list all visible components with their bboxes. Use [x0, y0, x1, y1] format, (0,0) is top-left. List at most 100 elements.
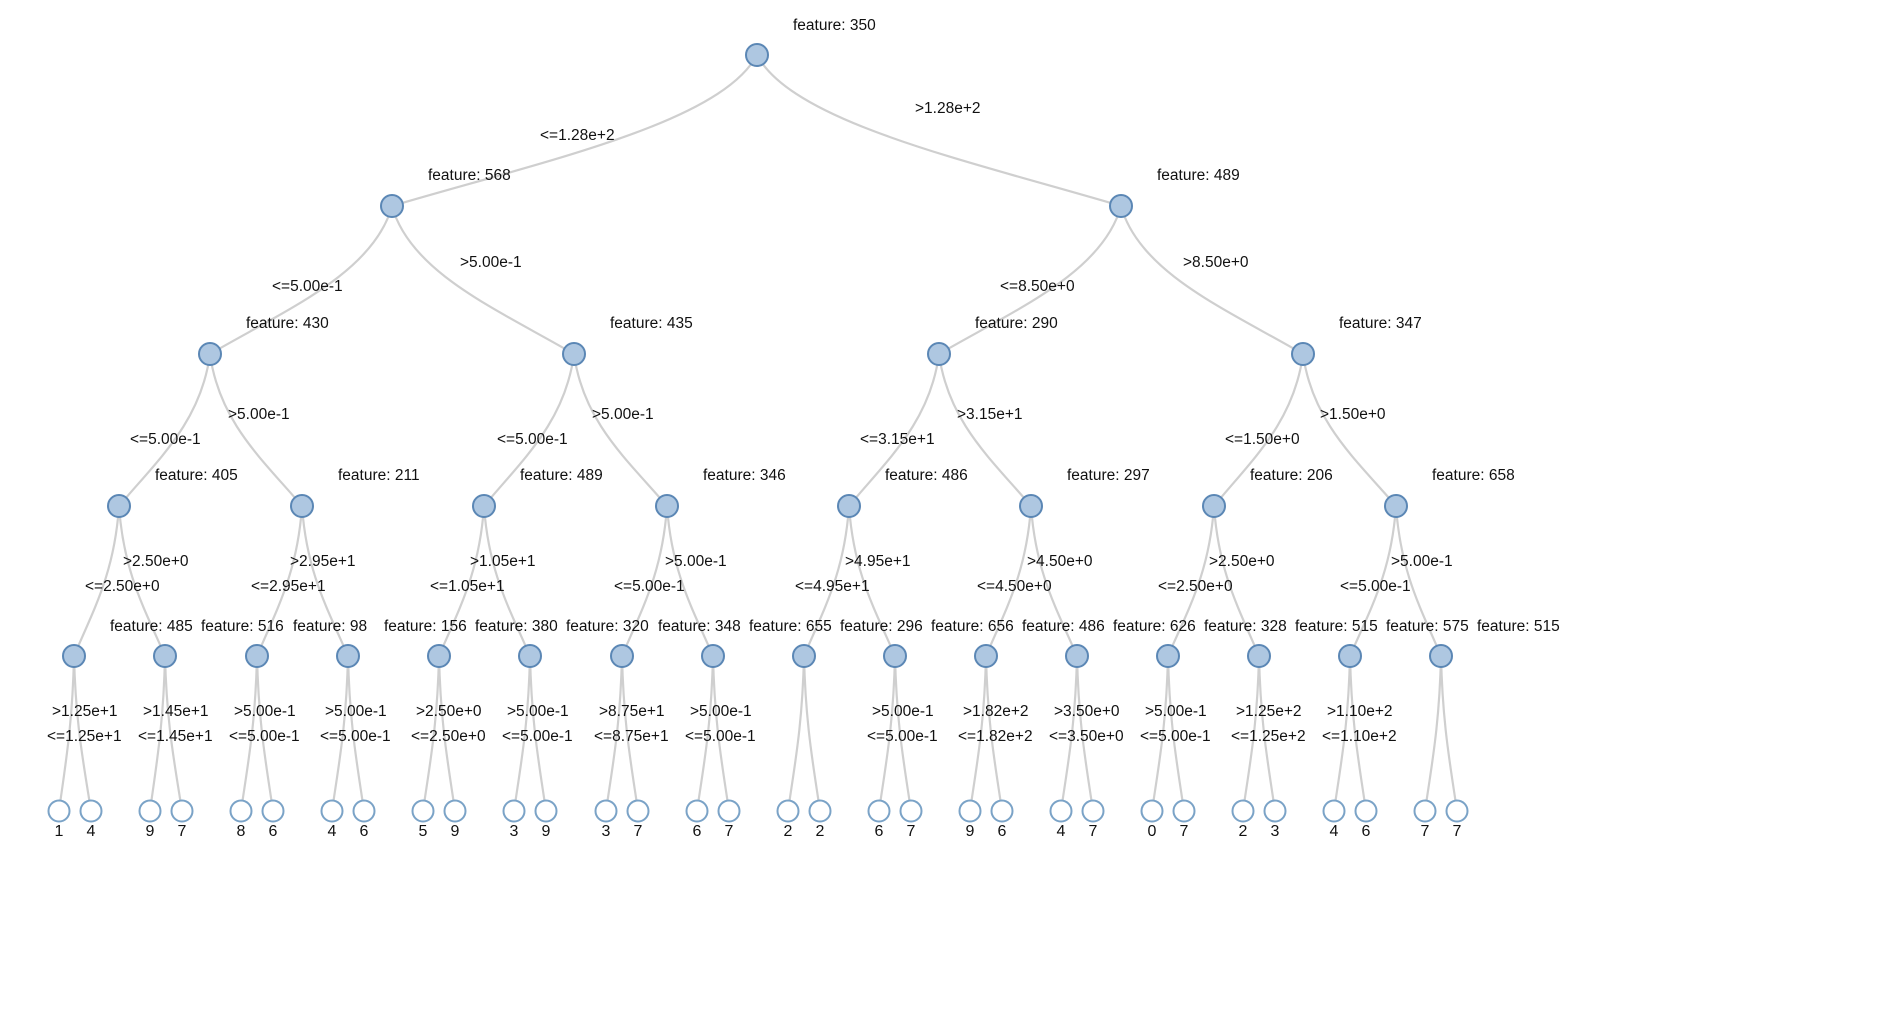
decision-node[interactable]: [518, 644, 542, 668]
decision-node[interactable]: [472, 494, 496, 518]
edge-condition-label: <=5.00e-1: [497, 431, 568, 448]
leaf-node[interactable]: [685, 799, 709, 823]
decision-node-label: feature: 430: [246, 315, 329, 332]
leaf-node[interactable]: [79, 799, 103, 823]
leaf-class-label: 4: [87, 823, 96, 840]
tree-edge: [1029, 504, 1079, 658]
tree-edge: [1439, 654, 1459, 813]
decision-node[interactable]: [198, 342, 222, 366]
decision-node-label: feature: 575: [1386, 618, 1469, 635]
leaf-node[interactable]: [320, 799, 344, 823]
decision-node[interactable]: [1291, 342, 1315, 366]
leaf-class-label: 7: [725, 823, 734, 840]
tree-edge: [437, 654, 457, 813]
leaf-node[interactable]: [1354, 799, 1378, 823]
edge-condition-label: >2.50e+0: [1209, 553, 1275, 570]
decision-node[interactable]: [655, 494, 679, 518]
decision-node[interactable]: [107, 494, 131, 518]
decision-node[interactable]: [1247, 644, 1271, 668]
decision-node[interactable]: [427, 644, 451, 668]
decision-node[interactable]: [1065, 644, 1089, 668]
leaf-node[interactable]: [534, 799, 558, 823]
decision-node[interactable]: [610, 644, 634, 668]
leaf-node[interactable]: [1231, 799, 1255, 823]
leaf-node[interactable]: [411, 799, 435, 823]
tree-edge: [984, 654, 1004, 813]
decision-node[interactable]: [62, 644, 86, 668]
leaf-node[interactable]: [1322, 799, 1346, 823]
tree-edge: [1119, 204, 1305, 356]
decision-node[interactable]: [927, 342, 951, 366]
decision-node[interactable]: [1019, 494, 1043, 518]
leaf-node[interactable]: [1081, 799, 1105, 823]
decision-node[interactable]: [1429, 644, 1453, 668]
tree-edge: [620, 654, 640, 813]
edge-condition-label: >1.25e+1: [52, 703, 118, 720]
leaf-node[interactable]: [626, 799, 650, 823]
tree-edge: [390, 53, 759, 208]
leaf-node[interactable]: [776, 799, 800, 823]
leaf-class-label: 9: [451, 823, 460, 840]
leaf-class-label: 7: [1180, 823, 1189, 840]
leaf-node[interactable]: [808, 799, 832, 823]
decision-node[interactable]: [380, 194, 404, 218]
leaf-node[interactable]: [899, 799, 923, 823]
leaf-node[interactable]: [594, 799, 618, 823]
leaf-node[interactable]: [1413, 799, 1437, 823]
edge-condition-label: <=8.75e+1: [594, 728, 669, 745]
decision-node[interactable]: [336, 644, 360, 668]
edge-condition-label: <=5.00e-1: [1140, 728, 1211, 745]
leaf-node[interactable]: [990, 799, 1014, 823]
tree-edge: [346, 654, 366, 813]
labels-layer: <=1.28e+2>1.28e+2<=5.00e-1>5.00e-1<=8.50…: [47, 17, 1560, 840]
leaf-node[interactable]: [958, 799, 982, 823]
edge-condition-label: >1.45e+1: [143, 703, 209, 720]
leaf-class-label: 3: [602, 823, 611, 840]
leaf-node[interactable]: [352, 799, 376, 823]
decision-node[interactable]: [1384, 494, 1408, 518]
decision-node[interactable]: [1109, 194, 1133, 218]
decision-node[interactable]: [562, 342, 586, 366]
leaf-node[interactable]: [170, 799, 194, 823]
edges-layer: [57, 53, 1459, 813]
decision-node[interactable]: [1202, 494, 1226, 518]
tree-edge: [1257, 654, 1277, 813]
leaf-node[interactable]: [867, 799, 891, 823]
leaf-node[interactable]: [1172, 799, 1196, 823]
decision-node[interactable]: [1338, 644, 1362, 668]
leaf-class-label: 7: [1453, 823, 1462, 840]
leaf-node[interactable]: [138, 799, 162, 823]
leaf-node[interactable]: [229, 799, 253, 823]
tree-edge: [755, 53, 1123, 208]
edge-condition-label: >1.50e+0: [1320, 406, 1386, 423]
leaf-class-label: 2: [816, 823, 825, 840]
tree-edge: [620, 504, 669, 658]
decision-node[interactable]: [745, 43, 769, 67]
edge-condition-label: <=3.50e+0: [1049, 728, 1124, 745]
leaf-class-label: 2: [784, 823, 793, 840]
leaf-node[interactable]: [1263, 799, 1287, 823]
leaf-node[interactable]: [261, 799, 285, 823]
decision-node[interactable]: [974, 644, 998, 668]
decision-node[interactable]: [837, 494, 861, 518]
decision-node[interactable]: [153, 644, 177, 668]
decision-node[interactable]: [245, 644, 269, 668]
leaf-node[interactable]: [1445, 799, 1469, 823]
leaf-node[interactable]: [502, 799, 526, 823]
decision-node[interactable]: [792, 644, 816, 668]
tree-edge: [572, 352, 669, 508]
decision-node-label: feature: 296: [840, 618, 923, 635]
decision-node[interactable]: [290, 494, 314, 518]
tree-edge: [1423, 654, 1443, 813]
decision-node[interactable]: [1156, 644, 1180, 668]
tree-edge: [255, 504, 304, 658]
decision-node[interactable]: [883, 644, 907, 668]
leaf-node[interactable]: [717, 799, 741, 823]
leaf-node[interactable]: [443, 799, 467, 823]
leaf-node[interactable]: [1140, 799, 1164, 823]
decision-node[interactable]: [701, 644, 725, 668]
leaf-node[interactable]: [1049, 799, 1073, 823]
leaf-node[interactable]: [47, 799, 71, 823]
edge-condition-label: <=1.50e+0: [1225, 431, 1300, 448]
tree-edge: [1075, 654, 1095, 813]
